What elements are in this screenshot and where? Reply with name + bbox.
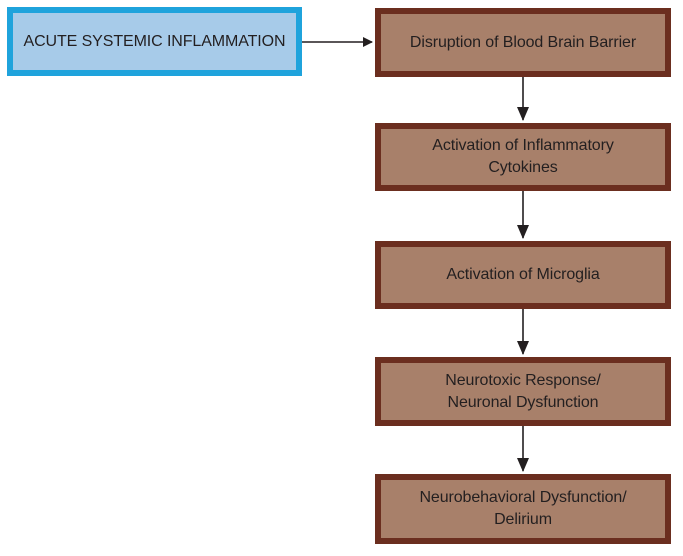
step-label-line2: Delirium [494,511,552,528]
step-label-line1: Neurotoxic Response/ [445,371,601,389]
step-box-microglia: Activation of Microglia [375,241,671,309]
acute-systemic-inflammation-label: ACUTE SYSTEMIC INFLAMMATION [23,32,286,50]
step-box-blood-brain-barrier: Disruption of Blood Brain Barrier [375,8,671,77]
step-label-line2: Neuronal Dysfunction [447,393,599,411]
step-label-line1: Activation of Microglia [446,266,600,283]
step-label-line1: Activation of Inflammatory [432,137,614,154]
step-box-delirium: Neurobehavioral Dysfunction/ Delirium [375,474,671,544]
step-label-line2: Cytokines [488,159,558,176]
acute-systemic-inflammation-box: ACUTE SYSTEMIC INFLAMMATION [7,7,302,76]
step-label-line1: Neurobehavioral Dysfunction/ [419,489,627,506]
step-box-neurotoxic-response: Neurotoxic Response/ Neuronal Dysfunctio… [375,357,671,426]
step-label-line1: Disruption of Blood Brain Barrier [409,33,637,51]
step-box-inflammatory-cytokines: Activation of Inflammatory Cytokines [375,123,671,191]
